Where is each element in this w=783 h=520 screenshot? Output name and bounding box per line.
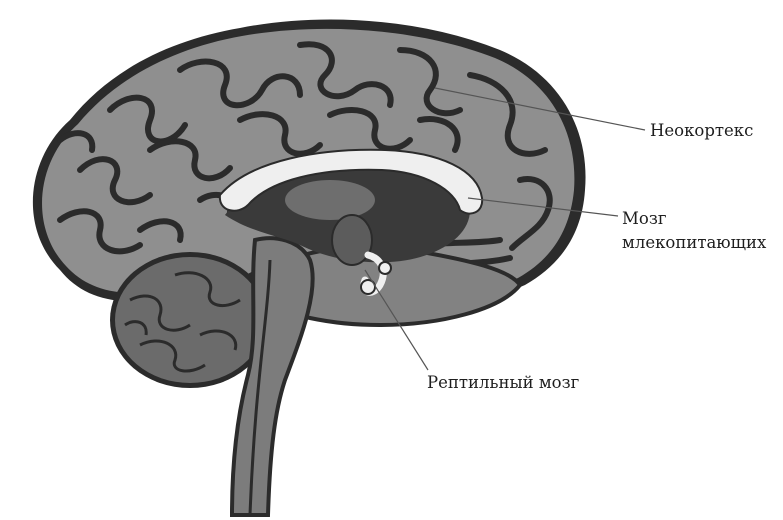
cerebellum	[110, 252, 270, 388]
label-mammalian-brain-line2: млекопитающих	[622, 232, 766, 254]
label-mammalian-brain-line1: Мозг	[622, 208, 666, 230]
label-neocortex: Неокортекс	[650, 120, 753, 142]
pituitary	[379, 262, 391, 274]
label-reptilian-brain: Рептильный мозг	[427, 372, 579, 394]
thalamus	[285, 180, 375, 220]
